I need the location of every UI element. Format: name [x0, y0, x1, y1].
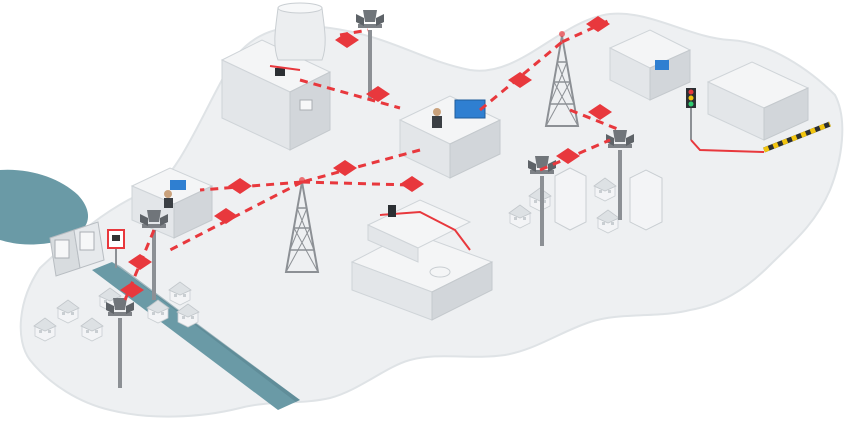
- warning-sign-icon: [107, 229, 125, 268]
- apartment-blocks: [554, 167, 663, 231]
- link-plant-central: [299, 78, 401, 110]
- monitor-icon: [454, 99, 486, 119]
- monitor-icon: [170, 180, 186, 190]
- link-west-school: [301, 180, 411, 187]
- river: [92, 262, 300, 410]
- central-control-room: [398, 95, 502, 179]
- link-east: [539, 138, 611, 172]
- router-icon: [388, 205, 396, 217]
- link-mast-town: [569, 108, 621, 132]
- power-plant-control-room: [220, 2, 332, 151]
- traffic-light-icon: [686, 88, 696, 140]
- operator-icon: [164, 198, 173, 208]
- cooling-tower-icon: [274, 2, 326, 61]
- hazard-barrier: [763, 121, 831, 153]
- school-building: [350, 199, 494, 321]
- link-central-west: [301, 148, 421, 184]
- link-west-dam: [199, 180, 303, 192]
- lake: [0, 169, 89, 245]
- dam-gates-icon: [49, 221, 105, 277]
- operator-icon: [432, 116, 442, 128]
- industrial-site: [608, 29, 831, 153]
- link-central-mast: [479, 40, 563, 112]
